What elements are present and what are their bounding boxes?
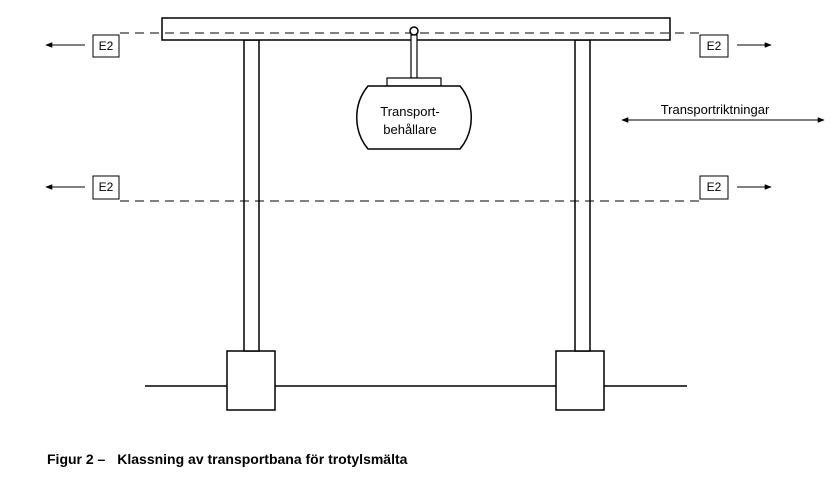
zone-label-top-right: E2	[707, 39, 722, 53]
hanger-bracket	[386, 77, 442, 87]
left-foundation	[226, 350, 276, 411]
zone-box-mid-left	[92, 175, 120, 200]
zone-label-mid-left: E2	[99, 180, 114, 194]
figure-caption-text: Klassning av transportbana för trotylsmä…	[117, 451, 408, 467]
zone-label-mid-right: E2	[707, 180, 722, 194]
container-label-line2: behållare	[383, 122, 437, 137]
zone-box-top-right	[699, 34, 729, 58]
transport-directions-label: Transportriktningar	[661, 102, 770, 117]
figure-number: Figur 2 –	[47, 451, 106, 467]
zone-label-top-left: E2	[99, 39, 114, 53]
left-column	[243, 39, 260, 352]
hanger-rod	[410, 34, 418, 79]
zone-box-mid-right	[699, 175, 729, 200]
right-column	[574, 39, 591, 352]
container-label-line1: Transport-	[380, 104, 439, 119]
zone-box-top-left	[92, 34, 120, 58]
trolley-wheel	[409, 26, 419, 36]
figure-caption: Figur 2 – Klassning av transportbana för…	[47, 451, 407, 467]
transport-track-diagram: Transport- behållare E2 E2 E2 E2 Transpo…	[45, 17, 825, 411]
transport-container	[356, 85, 472, 150]
right-foundation	[555, 350, 605, 411]
